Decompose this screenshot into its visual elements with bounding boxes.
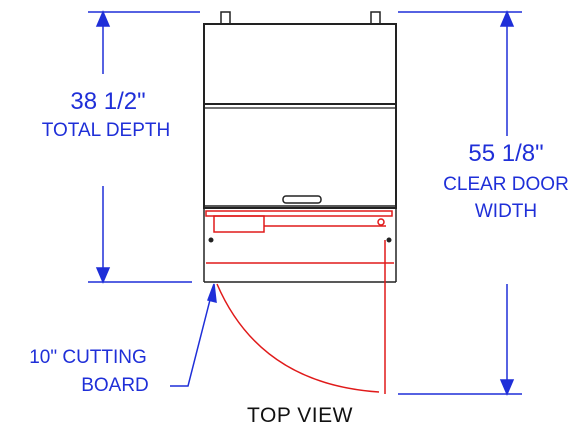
hinge-pin-left (208, 237, 214, 243)
total-depth-value: 38 1/2" (70, 88, 146, 115)
cutting-board-label-line2: BOARD (81, 375, 149, 396)
rear-post-left (220, 11, 231, 25)
door-swing-arc (216, 283, 380, 393)
total-depth-dimension (88, 10, 200, 284)
door-arrow-top (499, 10, 515, 27)
door-width-dimension (398, 10, 522, 396)
depth-arrow-bottom (95, 267, 111, 284)
leader-line (170, 291, 213, 387)
depth-arrow-top (95, 10, 111, 27)
total-depth-caption: TOTAL DEPTH (41, 120, 171, 141)
view-title: TOP VIEW (247, 404, 353, 427)
door-and-board (205, 210, 394, 394)
cabinet (203, 11, 397, 283)
rear-post-right (370, 11, 381, 25)
board-bracket (213, 215, 265, 233)
cutting-board-leader (170, 283, 217, 387)
cutting-board-strip (205, 210, 393, 217)
leader-arrow (207, 283, 217, 303)
cutting-board-label-line1: 10" CUTTING (29, 347, 147, 368)
cabinet-body (203, 23, 397, 209)
door-arrow-bottom (499, 379, 515, 396)
board-latch (377, 218, 385, 226)
door-width-line2: WIDTH (474, 201, 538, 222)
hinge-pin-right (386, 237, 392, 243)
drawer-handle (282, 195, 322, 204)
door-width-line1: CLEAR DOOR (443, 174, 569, 195)
door-width-value: 55 1/8" (468, 140, 544, 167)
